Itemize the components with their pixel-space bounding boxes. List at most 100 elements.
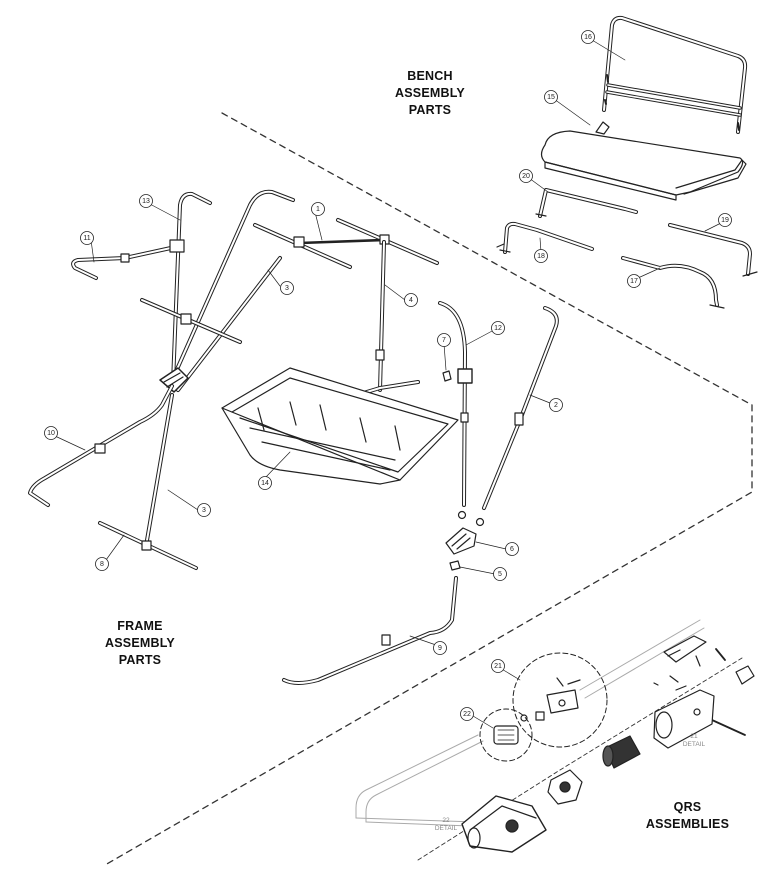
- callout-21-label: 21: [494, 663, 502, 670]
- callout-3-lower-label: 3: [202, 507, 206, 514]
- callout-4-label: 4: [409, 297, 413, 304]
- callout-16: [581, 30, 595, 44]
- callout-15-label: 15: [547, 94, 555, 101]
- callout-15: [544, 90, 558, 104]
- callout-6-label: 6: [510, 546, 514, 553]
- callout-14-label: 14: [261, 480, 269, 487]
- qrs-roller-black: [602, 735, 641, 769]
- part-5-fitting: [449, 560, 461, 571]
- callout-2: [549, 398, 563, 412]
- callout-16-label: 16: [584, 34, 592, 41]
- frame-title-line3: PARTS: [118, 653, 162, 667]
- qrs-rail-outline: [355, 619, 705, 827]
- detail-22-number: 22: [442, 817, 450, 824]
- part-17-curved-rail: [621, 256, 725, 309]
- callout-1: [311, 202, 325, 216]
- callout-13-label: 13: [142, 198, 150, 205]
- part-19-side-rail: [668, 223, 758, 277]
- callout-3-lower: [197, 503, 211, 517]
- part-1-top-crossbar: [253, 218, 439, 269]
- part-6-bracket: [445, 527, 477, 555]
- part-16-backrest: [602, 15, 748, 134]
- bench-title-line1: BENCH: [407, 69, 453, 83]
- qrs-lever: [663, 635, 707, 663]
- qrs-small-fasteners: [520, 648, 746, 736]
- part-18-bracket-rail: [496, 221, 594, 254]
- callout-3-upper: [280, 281, 294, 295]
- qrs-main-block: [461, 795, 547, 853]
- callout-9-label: 9: [438, 645, 442, 652]
- frame-assembly-title: FRAME ASSEMBLY PARTS: [95, 618, 185, 669]
- part-10-runner: [28, 384, 174, 507]
- part-12-rear-post: [438, 301, 473, 507]
- nuts-pair: [457, 510, 485, 527]
- detail-labels: 21 DETAIL 22 DETAIL: [435, 733, 706, 832]
- callout-10: [44, 426, 58, 440]
- callout-numbers: 16 15 20 18 19 17 1 13 11 3 4 12 7 2 10 …: [47, 34, 729, 718]
- callout-11: [80, 231, 94, 245]
- callout-13: [139, 194, 153, 208]
- part-3-upper-diagonal: [168, 189, 295, 392]
- callout-12-label: 12: [494, 325, 502, 332]
- callout-6: [505, 542, 519, 556]
- callout-20: [519, 169, 533, 183]
- part-2-handle: [482, 306, 559, 510]
- qrs-gear: [547, 769, 583, 805]
- callout-5: [493, 567, 507, 581]
- part-13-upright: [171, 191, 212, 385]
- callout-17-label: 17: [630, 278, 638, 285]
- frame-mid-crossbar: [140, 298, 242, 344]
- part-3-lower-diagonal: [144, 393, 174, 548]
- detail-22-circle: [479, 708, 533, 762]
- bench-assembly-title: BENCH ASSEMBLY PARTS: [385, 68, 475, 119]
- bench-title-line2: ASSEMBLY: [395, 86, 465, 100]
- frame-hub-joint: [159, 367, 189, 393]
- qrs-clip: [735, 665, 755, 685]
- callout-8: [95, 557, 109, 571]
- callout-18: [534, 249, 548, 263]
- callout-7-label: 7: [442, 337, 446, 344]
- callout-21: [491, 659, 505, 673]
- bench-title-line3: PARTS: [408, 103, 452, 117]
- qrs-assemblies-title: QRS ASSEMBLIES: [640, 799, 735, 833]
- part-9-runner: [282, 576, 458, 685]
- callout-17: [627, 274, 641, 288]
- detail-21-word: DETAIL: [683, 741, 706, 748]
- part-11-arm: [71, 239, 185, 280]
- detail-22-internals: [493, 725, 519, 745]
- qrs-title-line2: ASSEMBLIES: [645, 817, 730, 831]
- callout-20-label: 20: [522, 173, 530, 180]
- detail-21-internals: [546, 677, 581, 714]
- callout-18-label: 18: [537, 253, 545, 260]
- callout-12: [491, 321, 505, 335]
- section-divider-dashed-line: [104, 112, 753, 866]
- detail-21-number: 21: [690, 733, 698, 740]
- callout-3-upper-label: 3: [285, 285, 289, 292]
- part-20-bracket-rail: [535, 188, 638, 218]
- detail-22-word: DETAIL: [435, 825, 458, 832]
- callout-circles: [44, 30, 732, 721]
- callout-8-label: 8: [100, 561, 104, 568]
- qrs-housing: [653, 689, 715, 749]
- callout-9: [433, 641, 447, 655]
- callout-4: [404, 293, 418, 307]
- part-15-seat: [540, 121, 747, 201]
- callout-14: [258, 476, 272, 490]
- frame-title-line2: ASSEMBLY: [105, 636, 175, 650]
- frame-title-line1: FRAME: [117, 619, 163, 633]
- detail-21-circle: [512, 652, 608, 748]
- part-7-knob: [442, 370, 452, 382]
- callout-11-label: 11: [83, 235, 90, 242]
- qrs-title-line1: QRS: [673, 800, 702, 814]
- callout-22: [460, 707, 474, 721]
- callout-2-label: 2: [554, 402, 558, 409]
- callout-5-label: 5: [498, 571, 502, 578]
- part-8-base-bar: [98, 521, 198, 570]
- part-14-sled-tub: [221, 367, 459, 485]
- callout-19-label: 19: [721, 217, 729, 224]
- callout-19: [718, 213, 732, 227]
- callout-leaders: [54, 39, 724, 729]
- callout-1-label: 1: [316, 206, 320, 213]
